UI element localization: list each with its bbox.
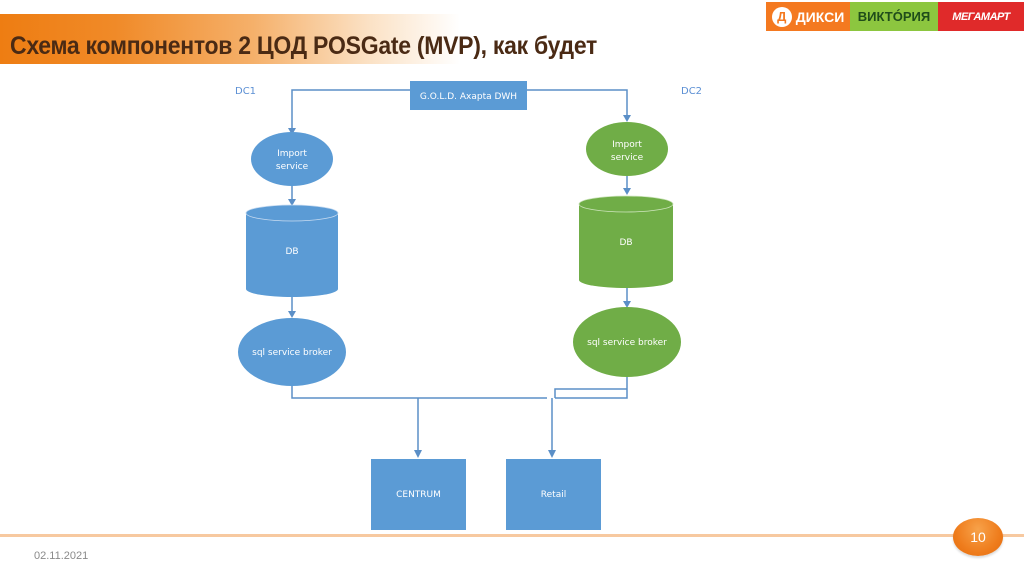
arrowhead — [548, 450, 556, 458]
arrowhead — [288, 128, 296, 135]
target-centrum: CENTRUM — [371, 459, 466, 530]
logo-dixy-text: ДИКСИ — [795, 8, 845, 25]
target-retail: Retail — [506, 459, 601, 530]
logo-victoria-text: ВИКТÓРИЯ — [857, 9, 931, 24]
dc2-broker-label: sql service broker — [587, 338, 667, 348]
source-box — [410, 81, 527, 110]
connector-dc2-broker-loop — [554, 388, 627, 398]
dc2-label: DC2 — [681, 86, 702, 97]
dc1-import-ellipse — [251, 132, 333, 186]
arrowhead — [623, 188, 631, 195]
dc2-db: DB — [578, 195, 674, 288]
connector-source-to-dc1-import — [291, 89, 411, 130]
connector-source-to-dc2-import — [526, 89, 628, 118]
dc1-import-service: Import service — [251, 132, 333, 186]
arrowhead — [623, 301, 631, 308]
arrowhead — [288, 199, 296, 206]
dc2-db-top — [578, 195, 674, 213]
dc1-db: DB — [245, 204, 339, 297]
connectors — [288, 89, 631, 458]
dc1-db-body — [246, 213, 338, 297]
dc1-db-label: DB — [285, 247, 298, 257]
source-node-gold-axapta-dwh: G.O.L.D. Axapta DWH — [410, 81, 527, 110]
retail-label: Retail — [541, 490, 566, 500]
logo-megamart-text: МЕГАМАРТ — [952, 10, 1010, 23]
logo-dixy: Д ДИКСИ — [766, 2, 850, 31]
slide-title: Схема компонентов 2 ЦОД POSGate (MVP), к… — [10, 32, 598, 60]
dc1-broker-label: sql service broker — [252, 348, 332, 358]
dc2-import-ellipse — [586, 122, 668, 176]
brand-logos: Д ДИКСИ ВИКТÓРИЯ МЕГАМАРТ — [766, 2, 1024, 31]
dc1-label: DC1 — [235, 86, 256, 97]
arrowhead — [623, 115, 631, 122]
retail-box — [506, 459, 601, 530]
dc2-db-body — [579, 204, 673, 288]
footer-divider — [0, 534, 1024, 537]
dc1-sql-service-broker: sql service broker — [238, 318, 346, 386]
centrum-box — [371, 459, 466, 530]
dc2-import-line1: Import — [612, 140, 642, 150]
logo-victoria: ВИКТÓРИЯ — [850, 2, 938, 31]
arrowhead — [288, 311, 296, 318]
dc1-broker-ellipse — [238, 318, 346, 386]
dc2-import-service: Import service — [586, 122, 668, 176]
dc2-import-line2: service — [611, 153, 644, 163]
dc1-db-top — [245, 204, 339, 222]
page-number-badge: 10 — [953, 518, 1003, 556]
header-band — [0, 14, 460, 64]
dc1-import-line1: Import — [277, 149, 307, 159]
source-label: G.O.L.D. Axapta DWH — [420, 92, 517, 102]
connector-dc1-broker-bus — [291, 385, 547, 399]
connector-dc2-broker-bus — [555, 376, 628, 399]
arrowhead — [414, 450, 422, 458]
slide-date: 02.11.2021 — [34, 550, 89, 562]
centrum-label: CENTRUM — [396, 490, 441, 500]
dc2-sql-service-broker: sql service broker — [573, 307, 681, 377]
logo-megamart: МЕГАМАРТ — [938, 2, 1024, 31]
dc2-broker-ellipse — [573, 307, 681, 377]
dc1-import-line2: service — [276, 162, 309, 172]
dc2-db-label: DB — [619, 238, 632, 248]
dixy-d-icon: Д — [771, 6, 792, 27]
